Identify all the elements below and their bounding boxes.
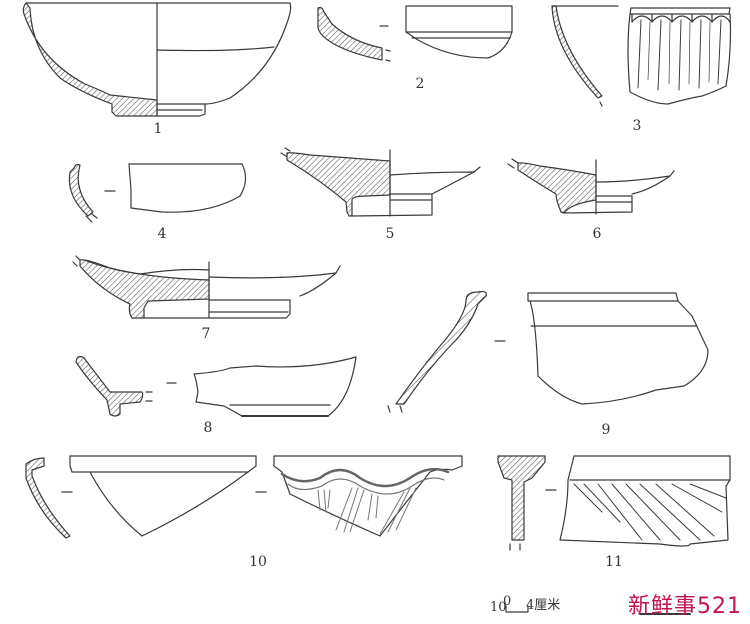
label-item-6: 6	[592, 226, 602, 242]
item-9-rim-sherd	[388, 292, 708, 413]
item-7-large-dish	[73, 256, 340, 318]
scale-bar	[506, 606, 690, 614]
item-6-dish	[508, 159, 674, 214]
label-item-4: 4	[157, 226, 167, 242]
label-item-11: 11	[605, 554, 623, 570]
label-item-9: 9	[601, 422, 611, 438]
label-item-1: 1	[153, 121, 163, 137]
label-item-7: 7	[201, 326, 211, 342]
item-4-wall-sherd	[69, 164, 245, 222]
item-11-thick-rim	[498, 456, 730, 550]
scale-start: 0	[503, 594, 512, 609]
item-5-dish	[281, 148, 480, 216]
label-item-5: 5	[385, 226, 395, 242]
watermark: 新鲜事521	[628, 594, 742, 619]
scale-end: 4厘米	[526, 598, 561, 613]
label-item-2: 2	[415, 76, 425, 92]
item-1-bowl	[23, 3, 290, 116]
label-item-3: 3	[632, 118, 642, 134]
label-item-10: 10	[249, 554, 267, 570]
item-3-lotus-cup	[552, 6, 731, 106]
label-item-8: 8	[203, 420, 213, 436]
item-10-decorated-rim	[26, 456, 462, 538]
scale-prefix: 10	[490, 600, 507, 615]
item-2-rim-sherd	[318, 6, 512, 61]
item-8-base-sherd	[76, 357, 356, 417]
